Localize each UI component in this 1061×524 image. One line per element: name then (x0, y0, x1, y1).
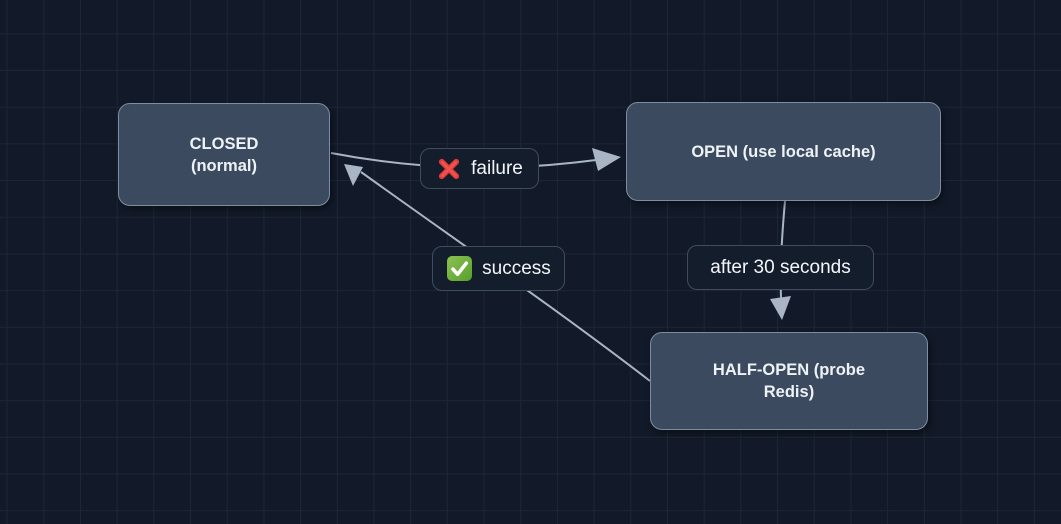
node-open-label: OPEN (use local cache) (691, 142, 876, 161)
edge-label-after-30-seconds: after 30 seconds (687, 245, 874, 290)
edge-label-after-30-seconds-text: after 30 seconds (710, 257, 851, 278)
node-open: OPEN (use local cache) (626, 102, 941, 201)
node-half-open-label: HALF-OPEN (probe Redis) (712, 361, 866, 401)
node-closed-label: CLOSED (normal) (189, 134, 259, 175)
node-half-open: HALF-OPEN (probe Redis) (650, 332, 928, 430)
edge-open-to-halfopen-arrowhead (770, 296, 791, 320)
edge-closed-to-open-arrowhead (592, 148, 621, 171)
node-closed: CLOSED (normal) (118, 103, 330, 206)
edge-label-failure-text: failure (471, 158, 523, 179)
check-mark-icon (446, 255, 473, 282)
edge-label-failure: failure (420, 148, 539, 189)
edge-label-success-text: success (482, 258, 551, 279)
edge-label-success: success (432, 246, 565, 291)
edge-halfopen-to-closed-arrowhead (344, 164, 363, 186)
cross-mark-icon (436, 156, 462, 182)
